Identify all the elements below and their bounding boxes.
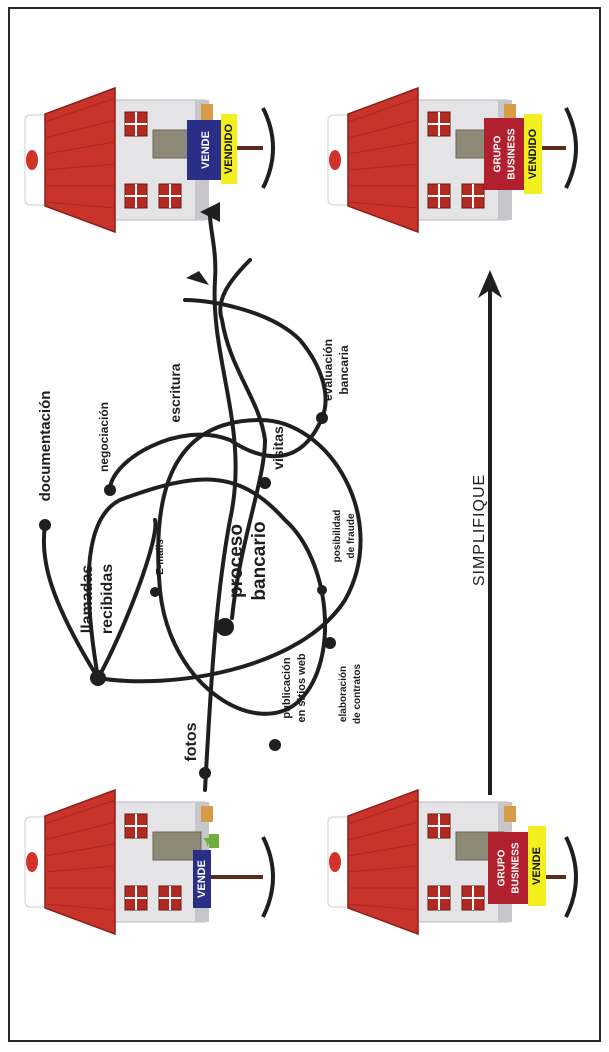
label-proceso: proceso: [226, 524, 247, 598]
house-top-left: VENDE: [24, 789, 275, 935]
brand-line-2: BUSINESS: [507, 128, 518, 179]
dot-llamadas: [90, 670, 106, 686]
simplifique-label: SIMPLIFIQUE: [471, 474, 488, 586]
label-visitas: visitas: [270, 426, 286, 470]
label-contratos: de contratos: [352, 664, 363, 724]
label-negociacion: negociación: [97, 402, 111, 472]
dot-visitas: [259, 477, 271, 489]
vendido-sign-text: VENDIDO: [223, 124, 235, 175]
dot-fraude: [317, 585, 327, 595]
simplified-arrow: [478, 270, 502, 795]
label-escritura: escritura: [167, 363, 183, 422]
process-arrowhead: [186, 271, 209, 285]
tangled-process-path: [41, 213, 363, 792]
label-sitios-web: en sitios web: [296, 653, 308, 722]
dot-emails: [150, 587, 160, 597]
dot-proceso: [216, 618, 234, 636]
label-recibidas: recibidas: [99, 564, 116, 634]
label-fotos: fotos: [183, 722, 200, 761]
grupo-business-sign: GRUPO BUSINESS: [484, 118, 526, 190]
label-posibilidad: posibilidad: [332, 510, 343, 563]
label-documentacion: documentación: [37, 391, 54, 502]
frame: [8, 7, 601, 1042]
label-bancario: bancario: [249, 521, 270, 600]
process-end-arrowhead: [200, 202, 220, 222]
path-labels: fotos llamadas recibidas documentación n…: [37, 339, 363, 762]
vendido-sign: VENDIDO: [524, 114, 542, 194]
brand-line-1: GRUPO: [497, 849, 508, 886]
label-elaboracion: elaboración: [338, 666, 349, 722]
dot-contratos: [324, 637, 336, 649]
label-emails: E-mails: [155, 539, 166, 575]
vende-sign: VENDE: [187, 120, 225, 180]
vende-sign: VENDE: [528, 826, 546, 906]
dot-documentacion: [39, 519, 51, 531]
label-llamadas: llamadas: [79, 565, 96, 634]
vende-sign: VENDE: [193, 850, 211, 908]
dot-fotos: [199, 767, 211, 779]
grupo-business-sign: GRUPO BUSINESS: [488, 832, 530, 904]
dot-publicacion: [269, 739, 281, 751]
dot-negociacion: [104, 484, 116, 496]
label-fraude: de fraude: [346, 513, 357, 558]
vende-sign-text: VENDE: [200, 131, 212, 169]
vende-sign-text: VENDE: [196, 860, 208, 898]
house-bottom-left: GRUPO BUSINESS VENDE: [327, 789, 578, 935]
vendido-sign-text: VENDIDO: [527, 129, 539, 180]
house-bottom-right: GRUPO BUSINESS VENDIDO: [327, 87, 578, 233]
vende-sign-text: VENDE: [531, 847, 543, 885]
label-bancaria: bancaria: [337, 345, 351, 395]
label-publicacion: publicación: [281, 657, 293, 718]
vendido-sign: VENDIDO: [221, 114, 237, 184]
house-top-right: VENDE VENDIDO: [24, 87, 275, 233]
label-evaluacion: evaluación: [321, 339, 335, 401]
brand-line-2: BUSINESS: [511, 842, 522, 893]
brand-line-1: GRUPO: [493, 135, 504, 172]
dot-evaluacion: [316, 412, 328, 424]
path-dots: [39, 412, 336, 779]
